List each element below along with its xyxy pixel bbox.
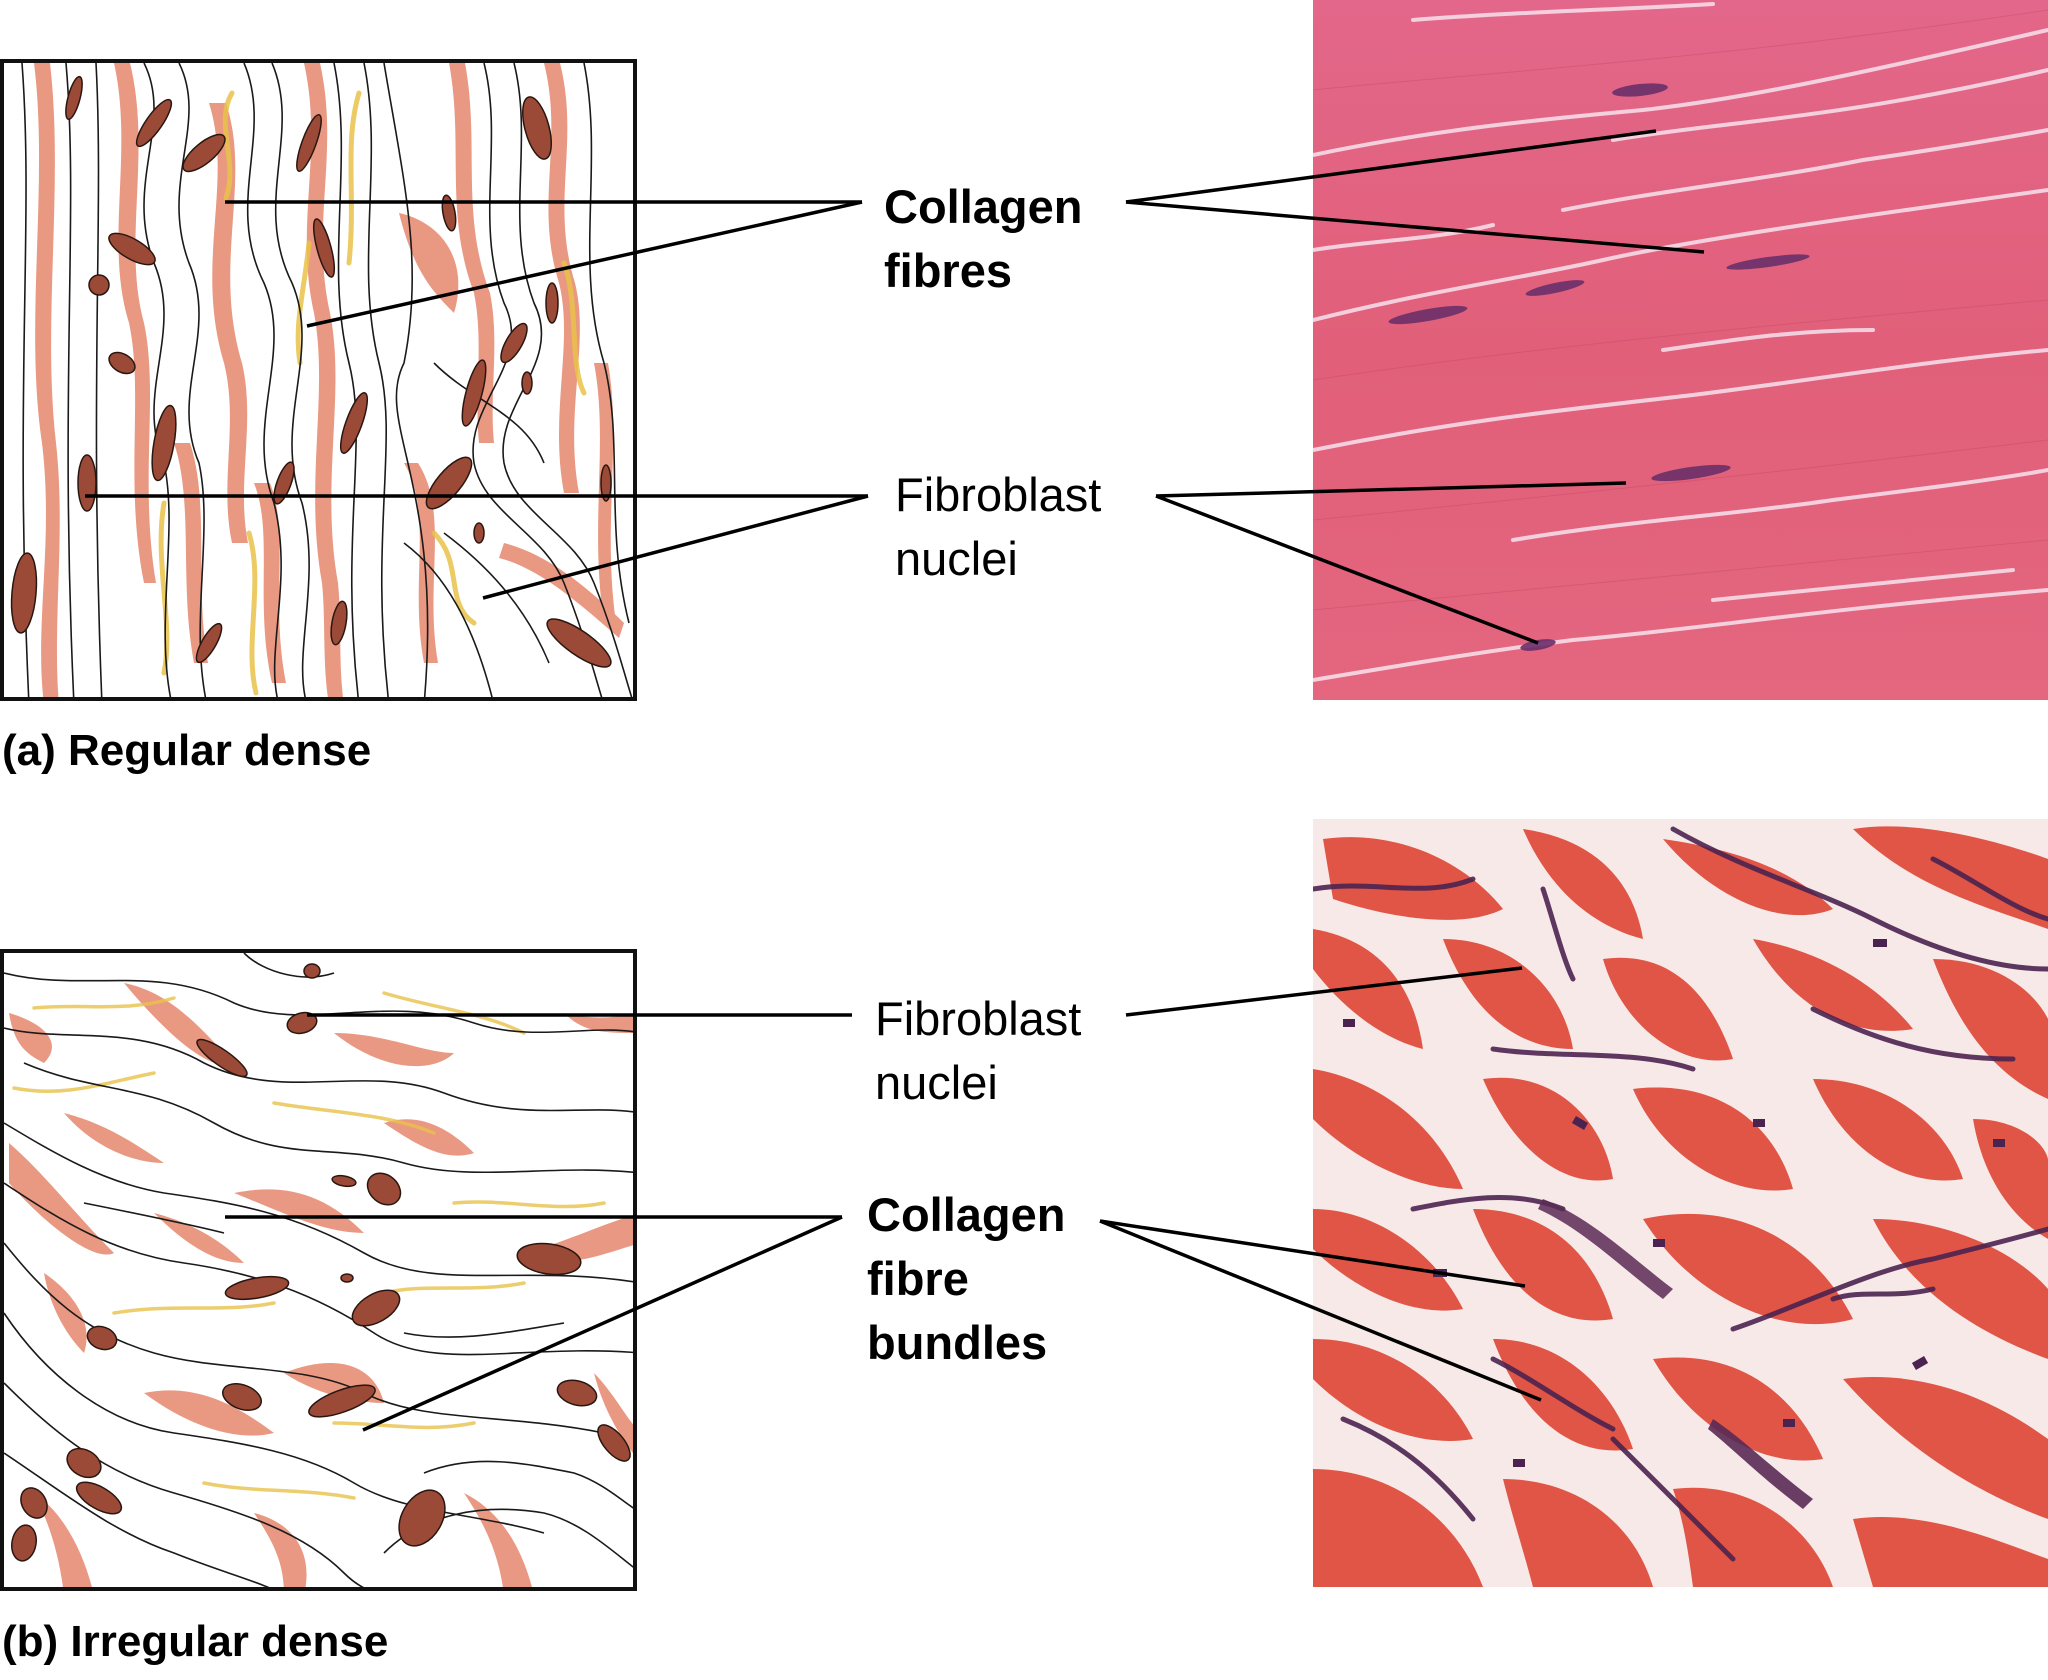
regular-dense-drawing — [10, 63, 633, 697]
irregular-dense-drawing — [4, 953, 633, 1587]
label-line: Fibroblast — [895, 468, 1102, 521]
label-line: Collagen — [884, 180, 1083, 233]
label-collagen-fibre-bundles: Collagen fibre bundles — [867, 1183, 1065, 1375]
label-line: Fibroblast — [875, 992, 1082, 1045]
label-fibroblast-nuclei-b: Fibroblast nuclei — [875, 987, 1081, 1115]
irregular-dense-illustration — [0, 949, 637, 1591]
regular-dense-illustration — [0, 59, 637, 701]
label-line: bundles — [867, 1316, 1048, 1369]
label-line: nuclei — [875, 1056, 998, 1109]
caption-irregular-dense: (b) Irregular dense — [2, 1617, 389, 1666]
label-line: nuclei — [895, 532, 1018, 585]
irregular-dense-micrograph-texture — [1313, 819, 2048, 1587]
regular-dense-micrograph — [1313, 0, 2048, 700]
label-collagen-fibres: Collagen fibres — [884, 175, 1082, 303]
caption-regular-dense: (a) Regular dense — [2, 726, 372, 775]
regular-dense-micrograph-texture — [1313, 0, 2048, 700]
irregular-dense-micrograph — [1313, 819, 2048, 1587]
label-fibroblast-nuclei-a: Fibroblast nuclei — [895, 463, 1101, 591]
label-line: fibre — [867, 1252, 969, 1305]
label-line: Collagen — [867, 1188, 1066, 1241]
label-line: fibres — [884, 244, 1012, 297]
